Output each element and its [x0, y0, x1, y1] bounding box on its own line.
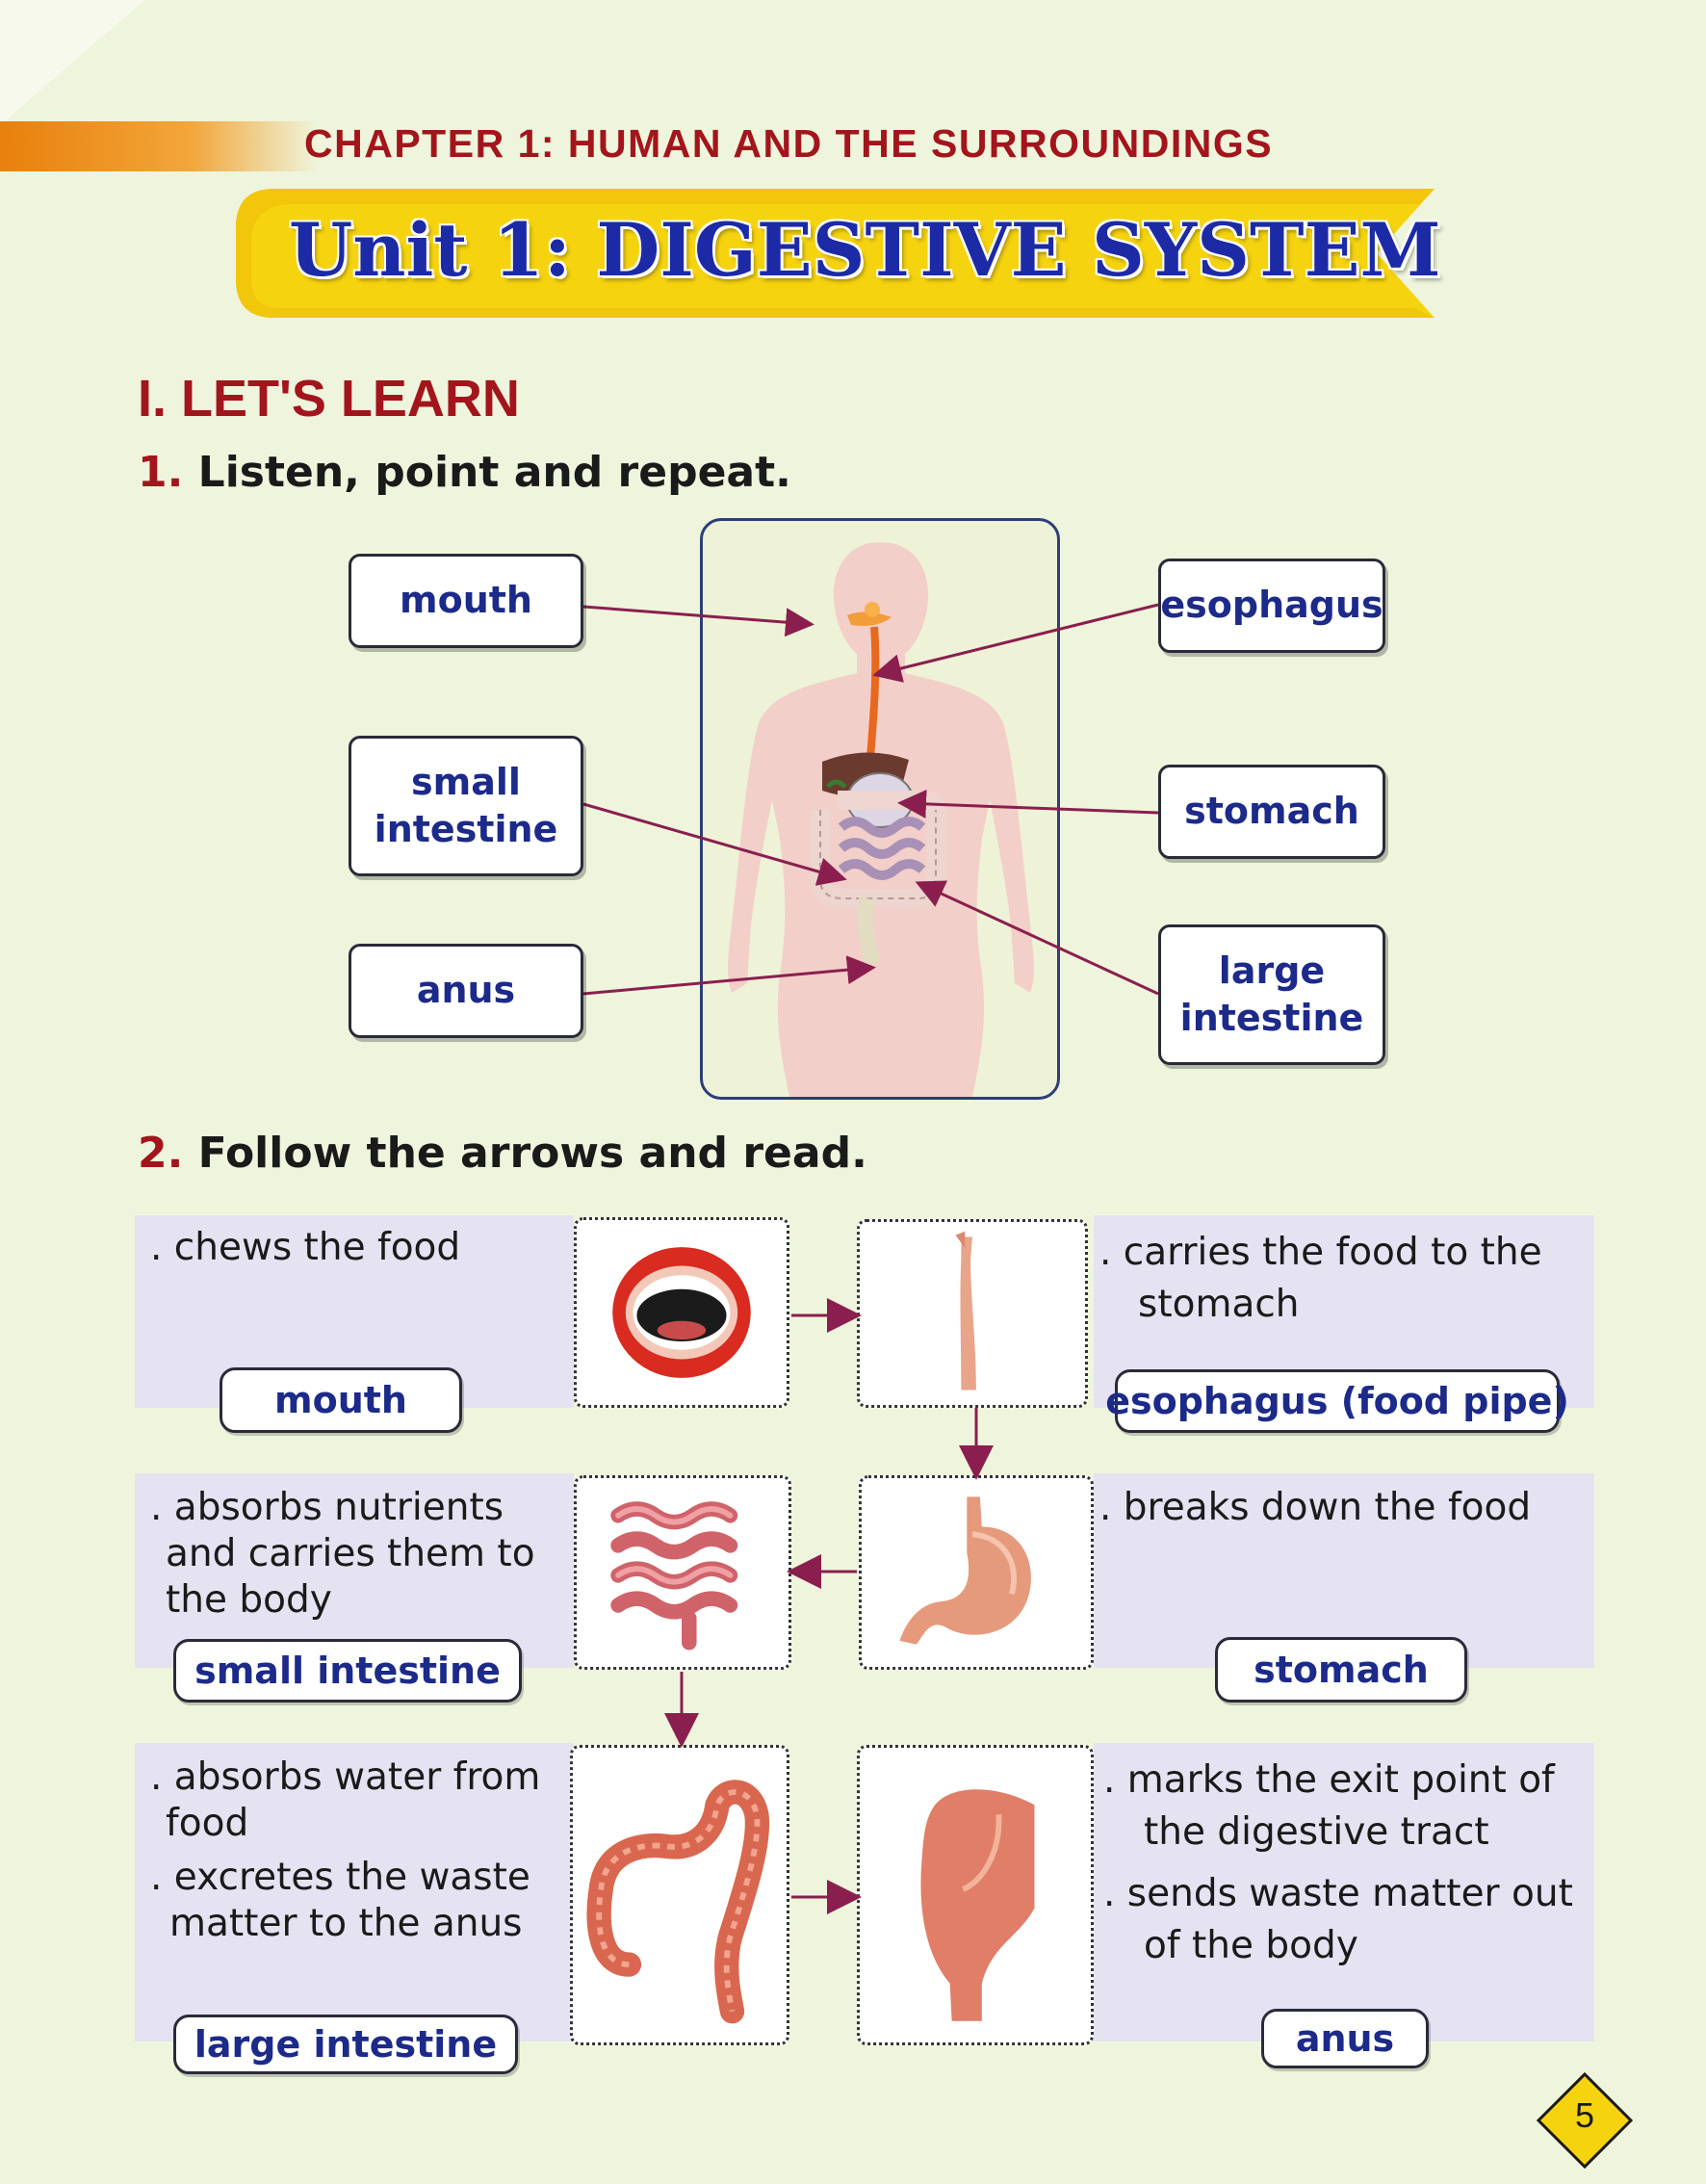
mouth-picture [574, 1217, 789, 1408]
desc-line: . breaks down the food [1099, 1486, 1532, 1529]
band-anus [1094, 1743, 1594, 2041]
anus-picture [857, 1745, 1094, 2045]
tag-anus: anus [1261, 2009, 1429, 2068]
desc-line: the body [166, 1578, 332, 1622]
band-large-intestine [135, 1743, 574, 2041]
chapter-title: CHAPTER 1: HUMAN AND THE SURROUNDINGS [304, 121, 1274, 166]
desc-line: . carries the food to the [1099, 1231, 1542, 1274]
tag-esophagus: esophagus (food pipe) [1105, 1369, 1569, 1433]
desc-stomach: . breaks down the food [1099, 1485, 1590, 1531]
page-number: 5 [1574, 2095, 1595, 2135]
desc-mouth: . chews the food [150, 1225, 564, 1271]
desc-line: of the body [1144, 1924, 1358, 1967]
tag-small-intestine: small intestine [173, 1639, 522, 1703]
page-number-badge [1536, 2071, 1634, 2170]
desc-large-intestine: . absorbs water from food . excretes the… [150, 1755, 574, 1947]
header-stripe [0, 121, 318, 171]
desc-line: food [166, 1802, 249, 1845]
desc-line: matter to the anus [169, 1902, 523, 1945]
tag-mouth: mouth [220, 1367, 462, 1433]
label-anus: anus [349, 944, 583, 1038]
task1-number: 1. [138, 448, 184, 497]
large-intestine-picture [570, 1745, 789, 2045]
tag-stomach: stomach [1215, 1637, 1467, 1703]
label-esophagus: esophagus [1158, 559, 1385, 653]
desc-line: . absorbs water from [150, 1755, 541, 1799]
label-large-intestine: large intestine [1158, 924, 1385, 1065]
small-intestine-picture [574, 1475, 791, 1670]
unit-ribbon [236, 189, 1435, 318]
task2-heading: 2. Follow the arrows and read. [138, 1129, 1004, 1183]
label-stomach: stomach [1158, 765, 1385, 859]
desc-line: . marks the exit point of [1103, 1758, 1555, 1802]
band-stomach [1094, 1473, 1594, 1668]
label-small-intestine-line1: small [411, 760, 521, 803]
desc-line: stomach [1138, 1283, 1300, 1326]
desc-esophagus: . carries the food to the stomach [1099, 1227, 1590, 1331]
body-diagram-frame [700, 518, 1060, 1100]
label-connectors [582, 603, 1159, 996]
desc-line: . sends waste matter out [1103, 1872, 1573, 1915]
label-large-intestine-line1: large [1218, 949, 1326, 992]
desc-line: the digestive tract [1144, 1810, 1489, 1854]
task1-heading: 1. Listen, point and repeat. [138, 448, 908, 502]
task2-text: Follow the arrows and read. [197, 1129, 867, 1178]
section-heading: I. LET'S LEARN [138, 370, 520, 428]
desc-line: . excretes the waste [150, 1856, 530, 1899]
label-small-intestine: small intestine [349, 736, 583, 876]
unit-title: Unit 1: DIGESTIVE SYSTEM [289, 207, 1441, 293]
desc-small-intestine: . absorbs nutrients and carries them to … [150, 1485, 574, 1624]
desc-anus: . marks the exit point of the digestive … [1103, 1755, 1594, 1972]
label-small-intestine-line2: intestine [374, 808, 558, 850]
label-large-intestine-line2: intestine [1179, 997, 1364, 1039]
flow-arrows [664, 1298, 994, 1914]
desc-line: and carries them to [166, 1532, 535, 1575]
band-small-intestine [135, 1473, 574, 1668]
tag-large-intestine: large intestine [173, 2015, 518, 2074]
page-corner [0, 0, 144, 125]
label-mouth: mouth [349, 554, 583, 648]
task2-number: 2. [138, 1129, 184, 1178]
task1-text: Listen, point and repeat. [197, 448, 791, 497]
desc-line: . chews the food [150, 1226, 461, 1269]
desc-line: . absorbs nutrients [150, 1486, 504, 1529]
